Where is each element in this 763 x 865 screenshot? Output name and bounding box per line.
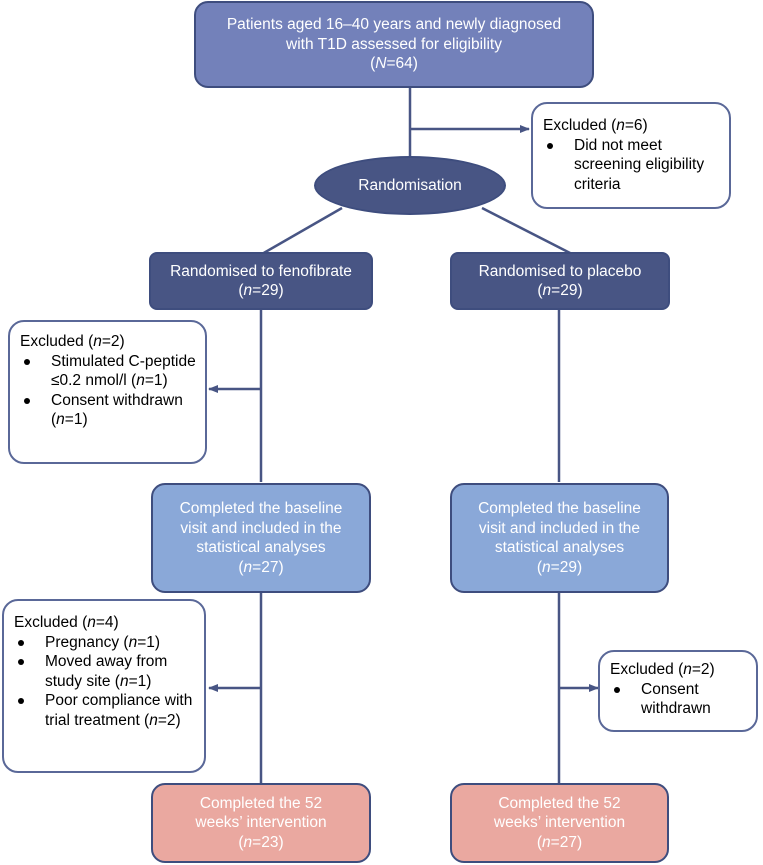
baseline-fenofibrate-count: (n=27) bbox=[238, 558, 284, 576]
excluded-followup-reason: Poor compliance with trial treatment (n=… bbox=[14, 691, 196, 730]
baseline-placebo-count: (n=29) bbox=[536, 558, 583, 576]
completed-placebo-count: (n=27) bbox=[536, 833, 583, 851]
baseline-line2: visit and included in the bbox=[478, 519, 641, 537]
excluded-followup-heading: Excluded (n=2) bbox=[610, 661, 715, 678]
assessed-line2: with T1D assessed for eligibility bbox=[286, 35, 502, 53]
excluded-followup-reason: Moved away from study site (n=1) bbox=[14, 652, 196, 691]
randomised-fenofibrate-count: (n=29) bbox=[238, 282, 284, 299]
connector-randomisation-to-fenofibrate bbox=[261, 206, 343, 256]
excluded-baseline-fenofibrate-box: Excluded (n=2) Stimulated C-peptide ≤0.2… bbox=[8, 320, 207, 464]
excluded-followup-placebo-box: Excluded (n=2) Consent withdrawn bbox=[598, 650, 758, 732]
baseline-line2: visit and included in the bbox=[180, 519, 342, 537]
excluded-baseline-reason: Consent withdrawn (n=1) bbox=[20, 391, 197, 430]
baseline-placebo-box: Completed the baseline visit and include… bbox=[450, 483, 669, 593]
randomised-placebo-box: Randomised to placebo (n=29) bbox=[450, 252, 670, 310]
excluded-followup-fenofibrate-box: Excluded (n=4) Pregnancy (n=1) Moved awa… bbox=[2, 599, 206, 773]
excluded-screening-heading: Excluded (n=6) bbox=[543, 117, 648, 134]
assessed-count: (N=64) bbox=[370, 55, 418, 73]
assessed-line1: Patients aged 16–40 years and newly diag… bbox=[226, 16, 562, 34]
excluded-screening-box: Excluded (n=6) Did not meet screening el… bbox=[531, 102, 731, 209]
randomisation-label: Randomisation bbox=[358, 176, 462, 194]
baseline-line1: Completed the baseline bbox=[179, 500, 343, 517]
baseline-fenofibrate-box: Completed the baseline visit and include… bbox=[151, 483, 371, 593]
completed-line2: weeks’ intervention bbox=[195, 814, 327, 832]
connector-randomisation-to-placebo bbox=[481, 206, 573, 256]
excluded-followup-reason: Consent withdrawn bbox=[610, 680, 748, 719]
excluded-baseline-reason: Stimulated C-peptide ≤0.2 nmol/l (n=1) bbox=[20, 352, 197, 391]
randomised-fenofibrate-box: Randomised to fenofibrate (n=29) bbox=[149, 252, 373, 310]
randomisation-node: Randomisation bbox=[314, 156, 506, 215]
baseline-line3: statistical analyses bbox=[196, 539, 326, 556]
completed-fenofibrate-box: Completed the 52 weeks’ intervention (n=… bbox=[151, 783, 371, 863]
randomised-fenofibrate-label: Randomised to fenofibrate bbox=[170, 262, 352, 280]
excluded-followup-heading: Excluded (n=4) bbox=[14, 614, 119, 631]
excluded-screening-reason: Did not meet screening eligibility crite… bbox=[543, 136, 721, 195]
randomised-placebo-count: (n=29) bbox=[537, 282, 583, 299]
baseline-line1: Completed the baseline bbox=[478, 500, 641, 517]
completed-line1: Completed the 52 bbox=[498, 794, 621, 812]
completed-line1: Completed the 52 bbox=[199, 794, 323, 812]
baseline-line3: statistical analyses bbox=[494, 539, 625, 556]
assessed-eligibility-box: Patients aged 16–40 years and newly diag… bbox=[194, 1, 594, 88]
completed-line2: weeks’ intervention bbox=[493, 814, 626, 832]
completed-fenofibrate-count: (n=23) bbox=[238, 833, 284, 851]
excluded-followup-reason: Pregnancy (n=1) bbox=[14, 633, 196, 653]
completed-placebo-box: Completed the 52 weeks’ intervention (n=… bbox=[450, 783, 669, 863]
randomised-placebo-label: Randomised to placebo bbox=[478, 262, 642, 280]
excluded-baseline-heading: Excluded (n=2) bbox=[20, 333, 125, 350]
